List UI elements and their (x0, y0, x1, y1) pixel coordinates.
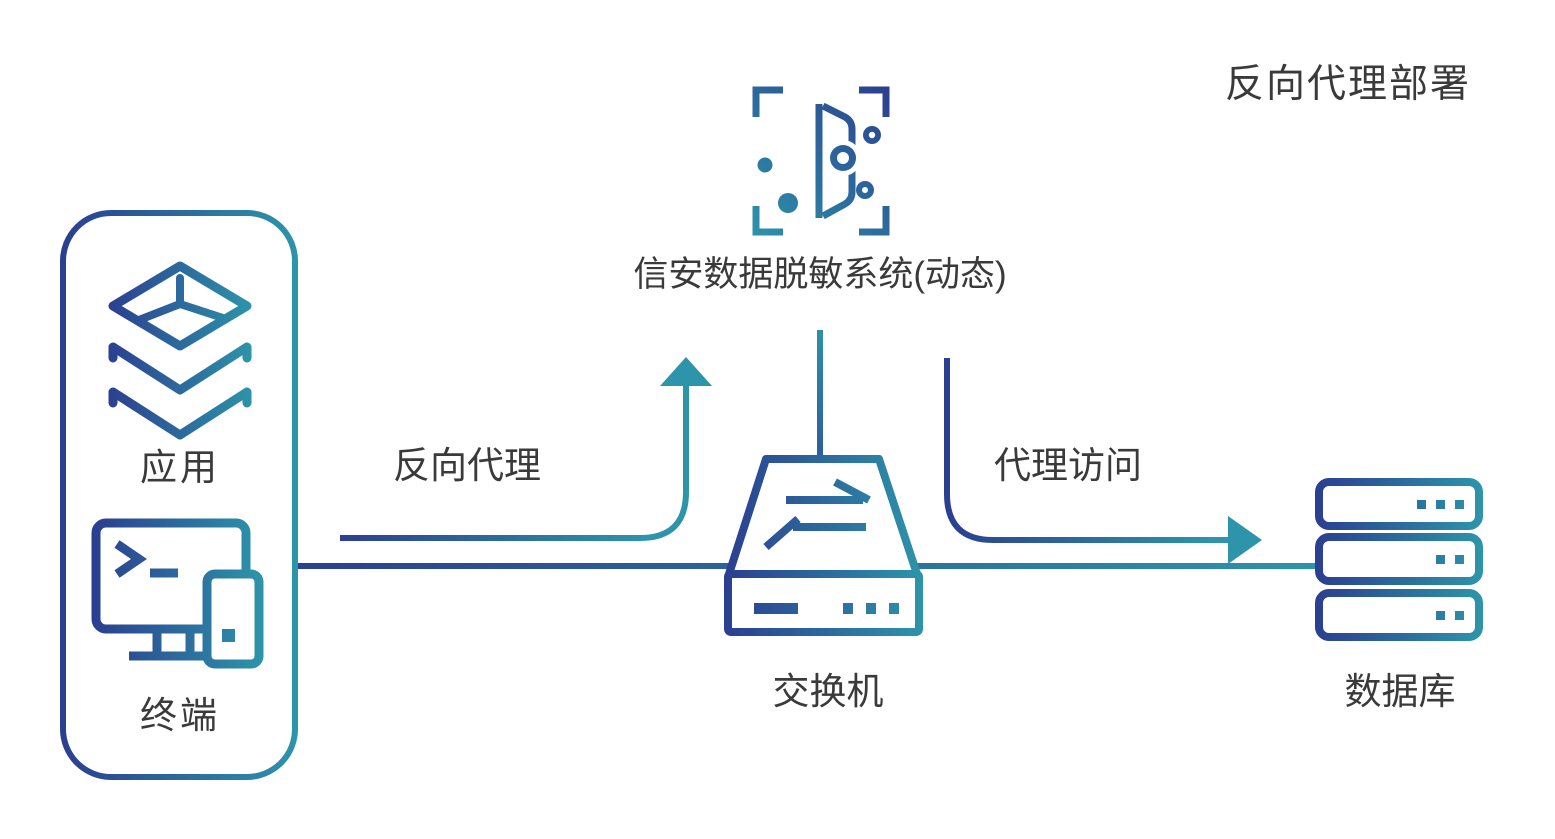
masking-system-label: 信安数据脱敏系统(动态) (633, 255, 1007, 294)
diagram-title: 反向代理部署 (1224, 63, 1471, 106)
switch-label: 交换机 (772, 671, 884, 712)
swap-arrows-icon (763, 478, 871, 551)
database-label: 数据库 (1344, 671, 1456, 712)
network-switch-icon (724, 455, 923, 636)
arrowhead-right (1228, 516, 1262, 564)
layers-icon (108, 261, 252, 440)
proxy-access-label: 代理访问 (994, 445, 1142, 486)
reverse-proxy-label: 反向代理 (393, 445, 541, 486)
data-masking-icon (752, 86, 890, 236)
terminal-monitor-icon (91, 518, 264, 669)
terminal-label: 终端 (140, 695, 220, 736)
reverse-proxy-arrow (340, 357, 712, 541)
application-label: 应用 (140, 447, 220, 488)
database-servers-icon (1315, 478, 1483, 641)
arrowhead-up (660, 357, 712, 386)
proxy-access-arrow (944, 358, 1262, 564)
client-group-box (60, 210, 298, 780)
phone-icon (202, 569, 264, 669)
